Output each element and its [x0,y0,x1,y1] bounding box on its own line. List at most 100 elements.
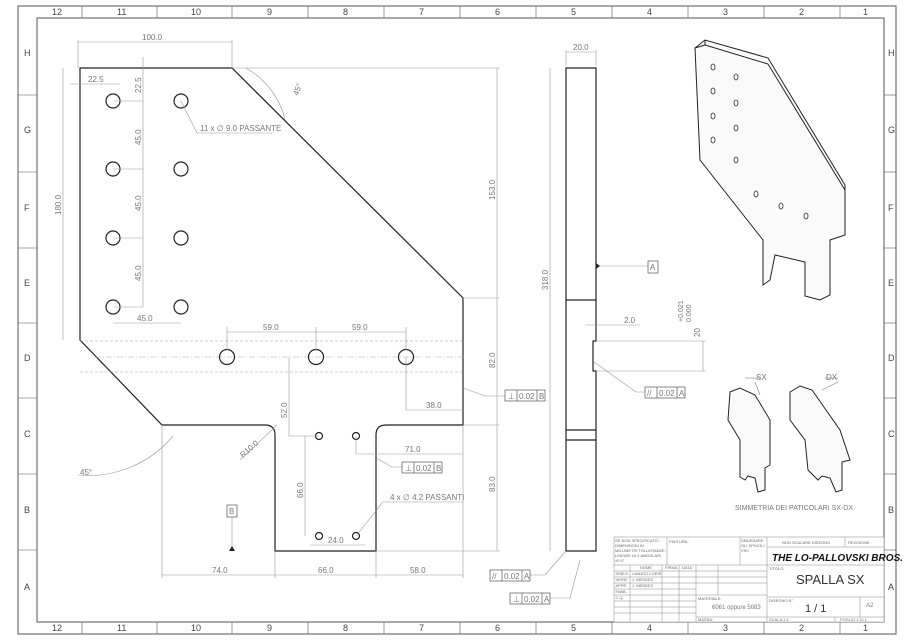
ruler-col-label: 3 [723,623,728,633]
symmetry-note: SIMMETRIA DEI PATICOLARI SX-DX [735,505,853,512]
dim-24: 24.0 [328,536,344,545]
revision-label: REVISIONE [848,540,870,545]
dim-22-5-h: 22.5 [88,75,104,84]
ruler-row-label: F [888,203,894,213]
dim-52: 52.0 [280,402,289,418]
label-dx: DX [826,373,838,382]
datum-b-triangle [229,546,235,551]
ruler-row-label: A [24,582,30,592]
dim-82: 82.0 [488,352,497,368]
hole-9mm [173,93,189,109]
ruler-row-label: D [24,353,31,363]
tol-lower: 0.000 [686,304,693,322]
title-block: SE NON SPECIFICATO: DIMENSIONI IN MILLIM… [613,536,903,623]
tb-row-name: J. MENDEZ [632,583,654,588]
svg-text:0.02: 0.02 [659,389,675,398]
dim-66-h: 66.0 [318,566,334,575]
ruler-col-label: 3 [723,7,728,17]
svg-text:A: A [524,572,530,581]
datum-b: B [226,504,238,518]
ruler-row-label: A [888,582,894,592]
header-date: DATA [682,565,692,570]
ruler-col-label: 2 [799,623,804,633]
isometric-view [694,39,846,301]
outer-frame [17,5,897,635]
ruler-col-label: 7 [419,7,424,17]
dim-318: 318.0 [541,269,550,290]
ruler-row-label: E [888,278,894,288]
svg-text://: // [647,389,652,398]
hole-9mm [173,161,189,177]
ruler-col-label: 8 [343,7,348,17]
finish-label: FINITURA: [669,539,689,544]
dim-20-nominal: 20 [693,328,702,337]
svg-text:⊥: ⊥ [513,595,520,604]
tb-row-key: C.Q. [616,595,624,600]
dim-45-b: 45.0 [134,195,143,211]
mass-label: MASSA: [698,617,713,622]
ruler-col-label: 9 [267,623,272,633]
svg-text:0.02: 0.02 [519,392,535,401]
front-view: 100.0 22.5 22.5 45.0 45.0 45.0 45.0 180.… [54,33,546,578]
dim-71: 71.0 [405,445,421,454]
no-scale-note: NON SCALARE DISEGNO [782,540,830,545]
ruler-row-label: C [24,429,31,439]
dim-153: 153.0 [488,179,497,200]
dim-r10: R10.0 [238,438,260,459]
ruler-row-label: B [888,505,894,515]
inner-frame [36,17,885,623]
ruler-col-label: 10 [191,623,201,633]
hole-9mm [173,299,189,315]
ruler-row-label: H [888,48,895,58]
ruler-col-label: 1 [863,623,868,633]
ruler-col-label: 5 [571,623,576,633]
ruler-col-label: 7 [419,623,424,633]
tb-row-key: APPR. [616,583,628,588]
label-sx: SX [756,373,767,382]
dim-59-a: 59.0 [263,323,279,332]
datum-a: A [647,260,659,274]
material-value: 6061 oppure 5083 [712,605,761,611]
svg-text://: // [492,572,497,581]
tol-upper: +0.021 [678,300,685,322]
ruler-col-label: 1 [863,7,868,17]
angle-45-top: 45° [291,82,304,96]
ruler-col-label: 6 [495,7,500,17]
ruler-col-label: 8 [343,623,348,633]
svg-text:⊥: ⊥ [508,392,515,401]
tb-row-name: CANATO LORIS [632,571,662,576]
tb-row-name: J. MENDEZ [632,577,654,582]
dim-45-c: 45.0 [134,265,143,281]
tb-row-key: VERIF. [616,577,628,582]
dim-83: 83.0 [488,476,497,492]
tb-row-key: DISEG. [616,571,630,576]
svg-text:⊥: ⊥ [405,464,412,473]
ruler-col-label: 5 [571,7,576,17]
tb-row-key: FABB. [616,589,627,594]
svg-text:A: A [650,263,656,272]
hole-9mm [173,230,189,246]
svg-text:0.02: 0.02 [524,595,540,604]
ruler-col-label: 9 [267,7,272,17]
dim-2: 2.0 [624,316,636,325]
header-signature: FIRMA [665,565,678,570]
symmetry-views: SX DX SIMMETRIA DEI PATICOLARI SX-DX [727,373,853,512]
signature-rows: DISEG.CANATO LORIS VERIF. J. MENDEZ APPR. J.… [616,571,662,600]
dim-20-width: 20.0 [573,43,589,52]
svg-text:A: A [544,595,550,604]
dim-22-5-v: 22.5 [134,77,143,93]
ruler-row-label: G [888,125,895,135]
ruler-row-label: B [24,505,30,515]
ruler-row-label: C [888,429,895,439]
drawing-no-label: DISEGNO N° [769,598,793,603]
ruler-col-label: 4 [647,7,652,17]
ruler-row-label: E [24,278,30,288]
drawing-no: 1 / 1 [805,603,826,615]
ruler-col-label: 11 [117,623,126,633]
ruler-col-label: 12 [52,623,62,633]
